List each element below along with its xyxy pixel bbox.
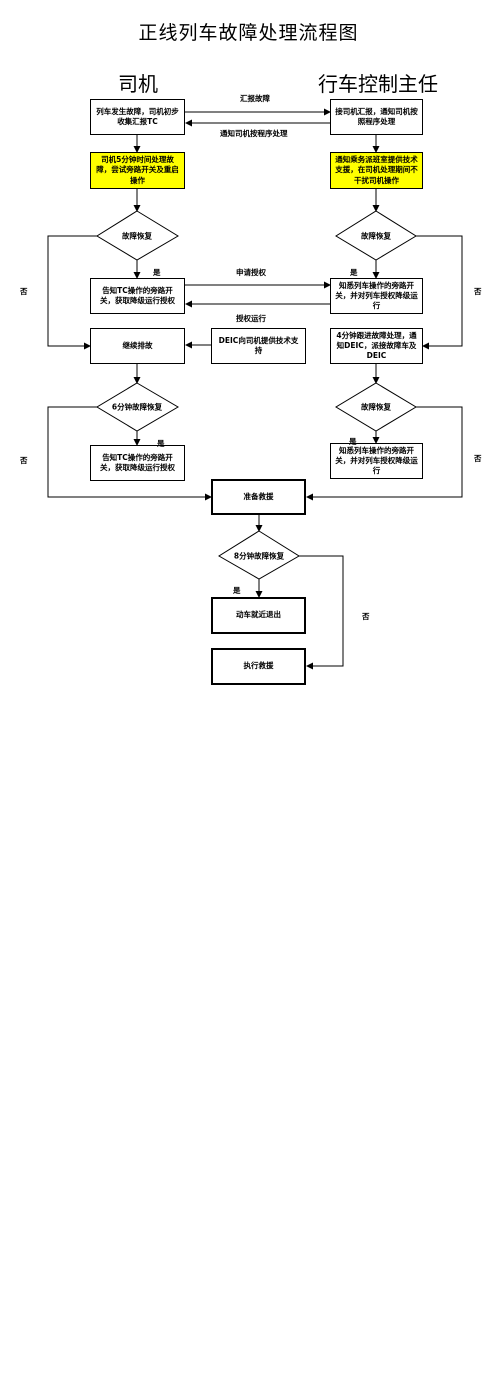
decision-driver-recovered-label: 故障恢复	[122, 231, 152, 241]
decision-controller-recovered-1	[335, 210, 417, 261]
decision-8min-label: 8分钟故障恢复	[233, 551, 285, 561]
label-yes-controller-2: 是	[349, 437, 357, 446]
decision-driver-6min-label: 6分钟故障恢复	[111, 402, 163, 412]
label-no-controller-2: 否	[474, 454, 482, 463]
box-driver-report: 列车发生故障，司机初步收集汇报TC	[90, 99, 185, 135]
box-controller-know-1: 知悉列车操作的旁路开关，并对列车授权降级运行	[330, 278, 423, 314]
label-yes-8min: 是	[233, 586, 241, 595]
label-yes-controller-1: 是	[350, 268, 358, 277]
box-emu-clear: 动车就近退出	[211, 597, 306, 634]
decision-driver-recovered	[96, 210, 179, 261]
label-no-driver-1: 否	[20, 287, 28, 296]
box-execute-rescue: 执行救援	[211, 648, 306, 685]
box-controller-4min: 4分钟跟进故障处理，通知DEIC，派接故障车及DEIC	[330, 328, 423, 364]
box-driver-tell-tc-1: 告知TC操作的旁路开关，获取降级运行授权	[90, 278, 185, 314]
label-report-fault: 汇报故障	[240, 94, 270, 103]
box-continue-troubleshoot: 继续排故	[90, 328, 185, 364]
decision-controller-recovered-1-label: 故障恢复	[361, 231, 391, 241]
label-notify-procedure: 通知司机按程序处理	[220, 129, 288, 138]
label-no-controller-1: 否	[474, 287, 482, 296]
label-auth-run: 授权运行	[236, 314, 266, 323]
label-apply-auth: 申请授权	[236, 268, 266, 277]
decision-8min	[218, 530, 300, 580]
box-controller-know-2: 知悉列车操作的旁路开关，并对列车授权降级运行	[330, 443, 423, 479]
box-controller-notify: 通知乘务派班室提供技术支援，在司机处理期间不干扰司机操作	[330, 152, 423, 189]
page-title: 正线列车故障处理流程图	[138, 22, 359, 44]
decision-driver-6min	[96, 382, 179, 432]
decision-controller-recovered-2	[335, 382, 417, 432]
label-yes-driver-2: 是	[157, 439, 165, 448]
decision-controller-recovered-2-label: 故障恢复	[361, 402, 391, 412]
lane-controller-title: 行车控制主任	[318, 72, 438, 96]
box-driver-5min: 司机5分钟时间处理故障，尝试旁路开关及重启操作	[90, 152, 185, 189]
box-deic-support: DEIC向司机提供技术支持	[211, 328, 306, 364]
lane-driver-title: 司机	[118, 72, 158, 96]
label-yes-driver-1: 是	[153, 268, 161, 277]
label-no-driver-2: 否	[20, 456, 28, 465]
box-controller-receive: 接司机汇报，通知司机按照程序处理	[330, 99, 423, 135]
box-prepare-rescue: 准备救援	[211, 479, 306, 515]
box-driver-tell-tc-2: 告知TC操作的旁路开关，获取降级运行授权	[90, 445, 185, 481]
label-no-8min: 否	[362, 612, 370, 621]
